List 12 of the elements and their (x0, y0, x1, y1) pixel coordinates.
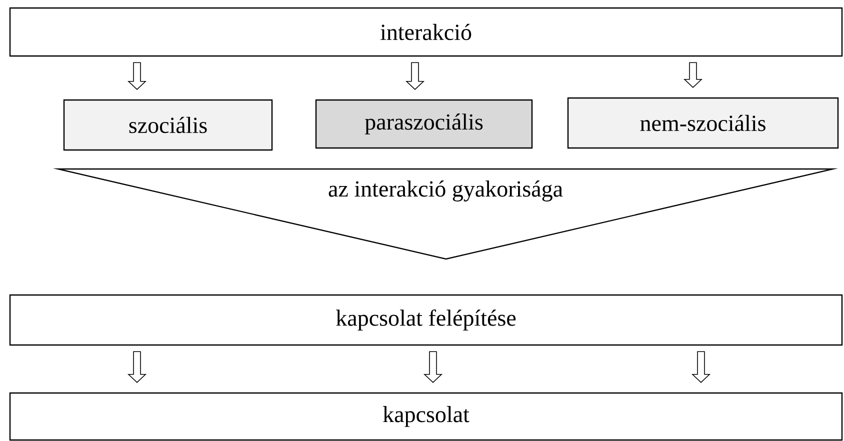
block-arrow (424, 351, 443, 383)
stage-box: kapcsolat (9, 392, 843, 441)
block-arrow (128, 62, 147, 90)
category-box: szociális (63, 99, 273, 151)
block-arrow (692, 351, 710, 383)
block-arrow (128, 351, 147, 383)
category-box: nem-szociális (567, 97, 839, 149)
stage-box: kapcsolat felépítése (9, 294, 843, 346)
category-box: paraszociális (315, 99, 533, 149)
block-arrow (684, 62, 702, 88)
stage-box: interakció (9, 7, 843, 57)
block-arrow (406, 62, 424, 90)
